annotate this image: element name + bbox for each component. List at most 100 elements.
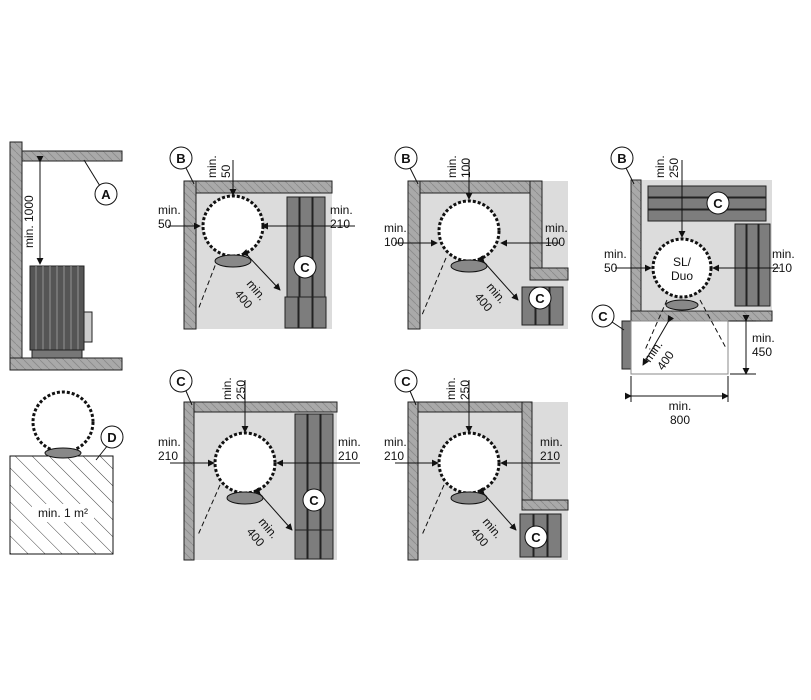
stove-side: [29, 265, 93, 359]
p5-right-label-b: 210: [540, 449, 560, 463]
p1-left-label-b: 50: [158, 217, 172, 231]
p3-left-label-b: 50: [604, 261, 618, 275]
p4-left-label-b: 210: [158, 449, 178, 463]
p5-wall-right: [521, 401, 533, 501]
plan-panel-4: min. 250 min. 210 min. 210 min. 400 C C: [158, 369, 361, 561]
p4-top-label-b: 250: [234, 380, 248, 400]
floor-plate-area-label: min. 1 m²: [38, 506, 88, 520]
p2-stove: [437, 199, 501, 263]
p3-stove-model-a: SL/: [673, 255, 692, 269]
floor-plate-panel: min. 1 m² D: [9, 390, 124, 555]
p2-left-label-a: min.: [384, 221, 407, 235]
side-view-panel: min. 1000 A: [9, 141, 123, 371]
p1-top-label-b: 50: [219, 164, 233, 178]
p3-depth-label-b: 450: [752, 345, 772, 359]
p2-wall-left: [407, 180, 421, 330]
p3-stove: [651, 237, 713, 299]
p3-top-label-b: 250: [667, 158, 681, 178]
p1-callout-b: [169, 146, 193, 170]
p3-callout-b: [610, 146, 634, 170]
p3-callout-c-top-label: C: [713, 196, 723, 211]
p1-right-label-a: min.: [330, 203, 353, 217]
p5-callout-c-bench-label: C: [531, 530, 541, 545]
callout-d: [100, 425, 124, 449]
p2-callout-c-label: C: [535, 291, 545, 306]
p2-wall-step: [529, 267, 569, 281]
p1-callout-c-label: C: [300, 260, 310, 275]
p5-top-label-b: 250: [458, 380, 472, 400]
p2-right-label-a: min.: [545, 221, 568, 235]
p5-wall-left: [407, 401, 419, 561]
plan-panel-3: SL/ Duo min. 250 min. 50 min. 210 min. 4…: [591, 146, 795, 427]
side-ceiling: [21, 150, 123, 162]
p5-left-label-a: min.: [384, 435, 407, 449]
p3-bench-right: [734, 223, 771, 307]
p5-callout-c-corner-label: C: [401, 374, 411, 389]
callout-d-label: D: [107, 430, 116, 445]
p5-wall-top: [407, 401, 533, 413]
p3-stove-model-b: Duo: [671, 269, 693, 283]
p2-wall-top: [407, 180, 543, 194]
p3-floor-plate: [630, 320, 729, 375]
p3-right-label-b: 210: [772, 261, 792, 275]
p5-left-label-b: 210: [384, 449, 404, 463]
p4-callout-c-bench-label: C: [309, 493, 319, 508]
p2-left-label-b: 100: [384, 235, 404, 249]
p5-wall-step: [521, 499, 569, 511]
p3-callout-c-top: [706, 191, 730, 215]
p3-wall-bottom: [630, 310, 773, 322]
p2-callout-b: [394, 146, 418, 170]
p1-wall-top: [183, 180, 333, 194]
p1-callout-c: [293, 255, 317, 279]
callout-a: [94, 182, 118, 206]
p2-top-label-b: 100: [459, 158, 473, 178]
p3-bench-c: [621, 320, 632, 370]
p4-top-label-a: min.: [220, 377, 234, 400]
dim-min-1000-label: min. 1000: [22, 195, 36, 248]
p5-callout-c-corner: [394, 369, 418, 393]
p3-callout-c-side-label: C: [598, 309, 608, 324]
p4-wall-left: [183, 401, 195, 561]
p5-top-label-a: min.: [444, 377, 458, 400]
p4-right-label-a: min.: [338, 435, 361, 449]
p4-right-label-b: 210: [338, 449, 358, 463]
p4-wall-top: [183, 401, 338, 413]
p3-callout-b-label: B: [617, 151, 626, 166]
side-floor: [9, 357, 123, 371]
p1-top-label-a: min.: [205, 155, 219, 178]
p3-right-label-a: min.: [772, 247, 795, 261]
p5-stove: [437, 431, 501, 495]
p3-wall-left: [630, 179, 642, 312]
p2-callout-c: [528, 286, 552, 310]
p3-callout-c-side: [591, 304, 615, 328]
p1-wall-left: [183, 180, 197, 330]
p4-bench: [294, 413, 334, 560]
p3-top-label-a: min.: [653, 155, 667, 178]
p4-callout-c-bench: [302, 488, 326, 512]
p5-right-label-a: min.: [540, 435, 563, 449]
stove-top-d: [31, 390, 95, 454]
side-wall: [9, 141, 23, 371]
p2-right-label-b: 100: [545, 235, 565, 249]
p4-left-label-a: min.: [158, 435, 181, 449]
plan-panel-5: min. 250 min. 210 min. 210 min. 400 C C: [384, 369, 569, 561]
p5-callout-c-bench: [524, 525, 548, 549]
p1-left-label-a: min.: [158, 203, 181, 217]
p3-depth-label-a: min.: [752, 331, 775, 345]
p4-callout-c-corner: [169, 369, 193, 393]
p4-callout-c-corner-label: C: [176, 374, 186, 389]
p3-width-label-a: min.: [669, 399, 692, 413]
p1-right-label-b: 210: [330, 217, 350, 231]
p4-stove: [213, 431, 277, 495]
plan-panel-1: min. 50 min. 50 min. 210 min. 400 B C: [158, 146, 355, 330]
p1-stove: [201, 194, 265, 258]
p2-top-label-a: min.: [445, 155, 459, 178]
callout-a-label: A: [101, 187, 111, 202]
p1-callout-b-label: B: [176, 151, 185, 166]
p2-callout-b-label: B: [401, 151, 410, 166]
p3-left-label-a: min.: [604, 247, 627, 261]
plan-panel-2: min. 100 min. 100 min. 100 min. 400 B C: [384, 146, 569, 330]
p2-wall-right: [529, 180, 543, 272]
